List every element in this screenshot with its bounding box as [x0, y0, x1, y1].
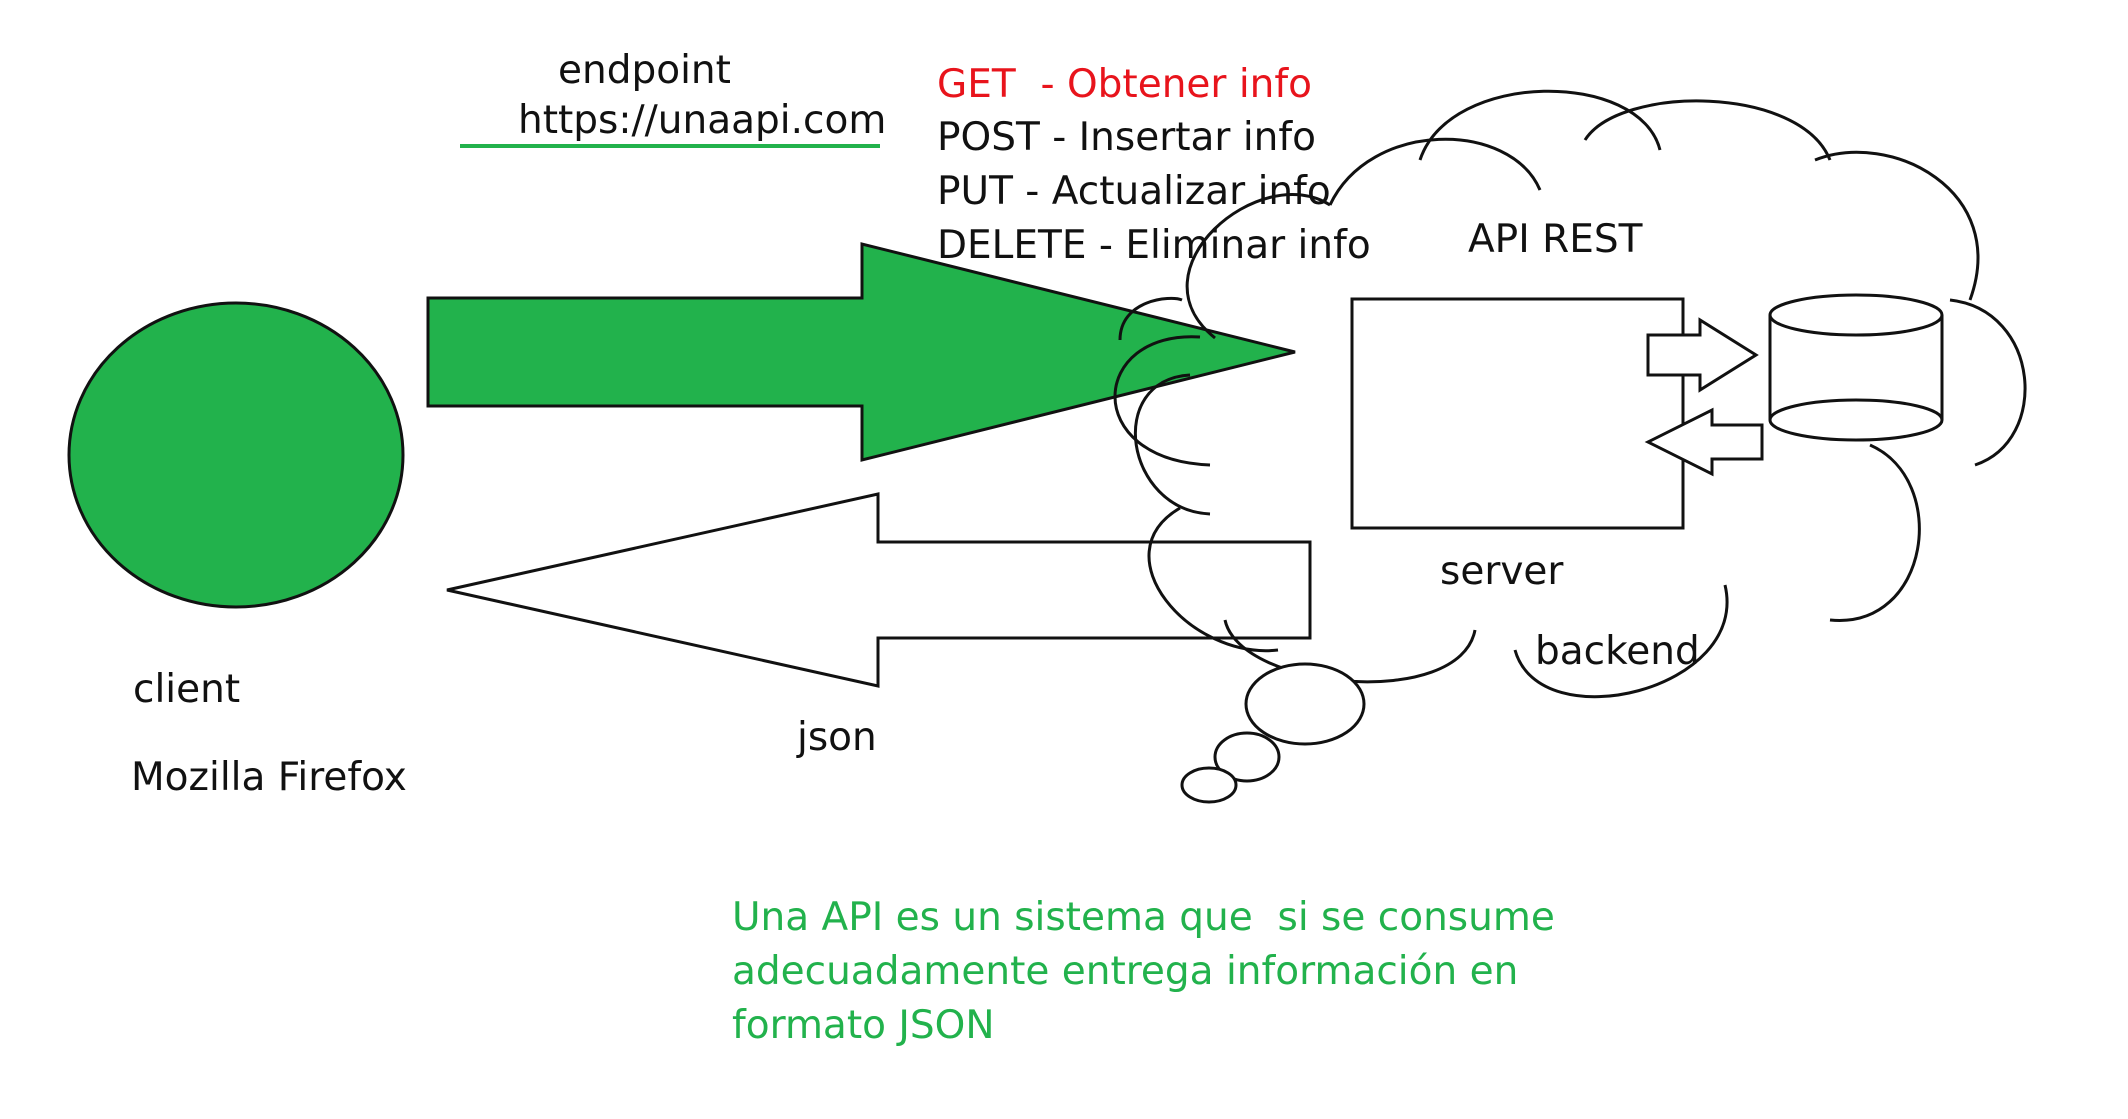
description-line-2: adecuadamente entrega información en	[732, 949, 1518, 994]
server-label: server	[1440, 549, 1564, 594]
client-circle	[67, 301, 405, 609]
database-cylinder	[1768, 293, 1944, 442]
method-put: PUT - Actualizar info	[937, 169, 1331, 214]
thought-bubble-small	[1180, 766, 1238, 804]
endpoint-label: endpoint	[558, 48, 731, 93]
method-get: GET - Obtener info	[937, 62, 1312, 107]
response-arrow	[446, 492, 1312, 688]
endpoint-url: https://unaapi.com	[518, 98, 886, 143]
thought-bubbles	[1180, 662, 1366, 804]
client-label: client	[133, 667, 240, 712]
thought-bubble-large	[1244, 662, 1366, 746]
browser-label: Mozilla Firefox	[131, 755, 407, 800]
method-post: POST - Insertar info	[937, 115, 1316, 160]
json-label: json	[796, 715, 877, 760]
from-database-arrow	[1644, 407, 1764, 477]
thought-bubble-medium	[1213, 731, 1281, 783]
request-arrow	[426, 242, 1296, 462]
method-delete: DELETE - Eliminar info	[937, 223, 1371, 268]
description-line-1: Una API es un sistema que si se consume	[732, 895, 1555, 940]
to-database-arrow	[1646, 317, 1759, 393]
description-line-3: formato JSON	[732, 1003, 995, 1048]
backend-label: backend	[1535, 629, 1700, 674]
server-box	[1350, 297, 1685, 530]
api-rest-label: API REST	[1468, 217, 1643, 262]
